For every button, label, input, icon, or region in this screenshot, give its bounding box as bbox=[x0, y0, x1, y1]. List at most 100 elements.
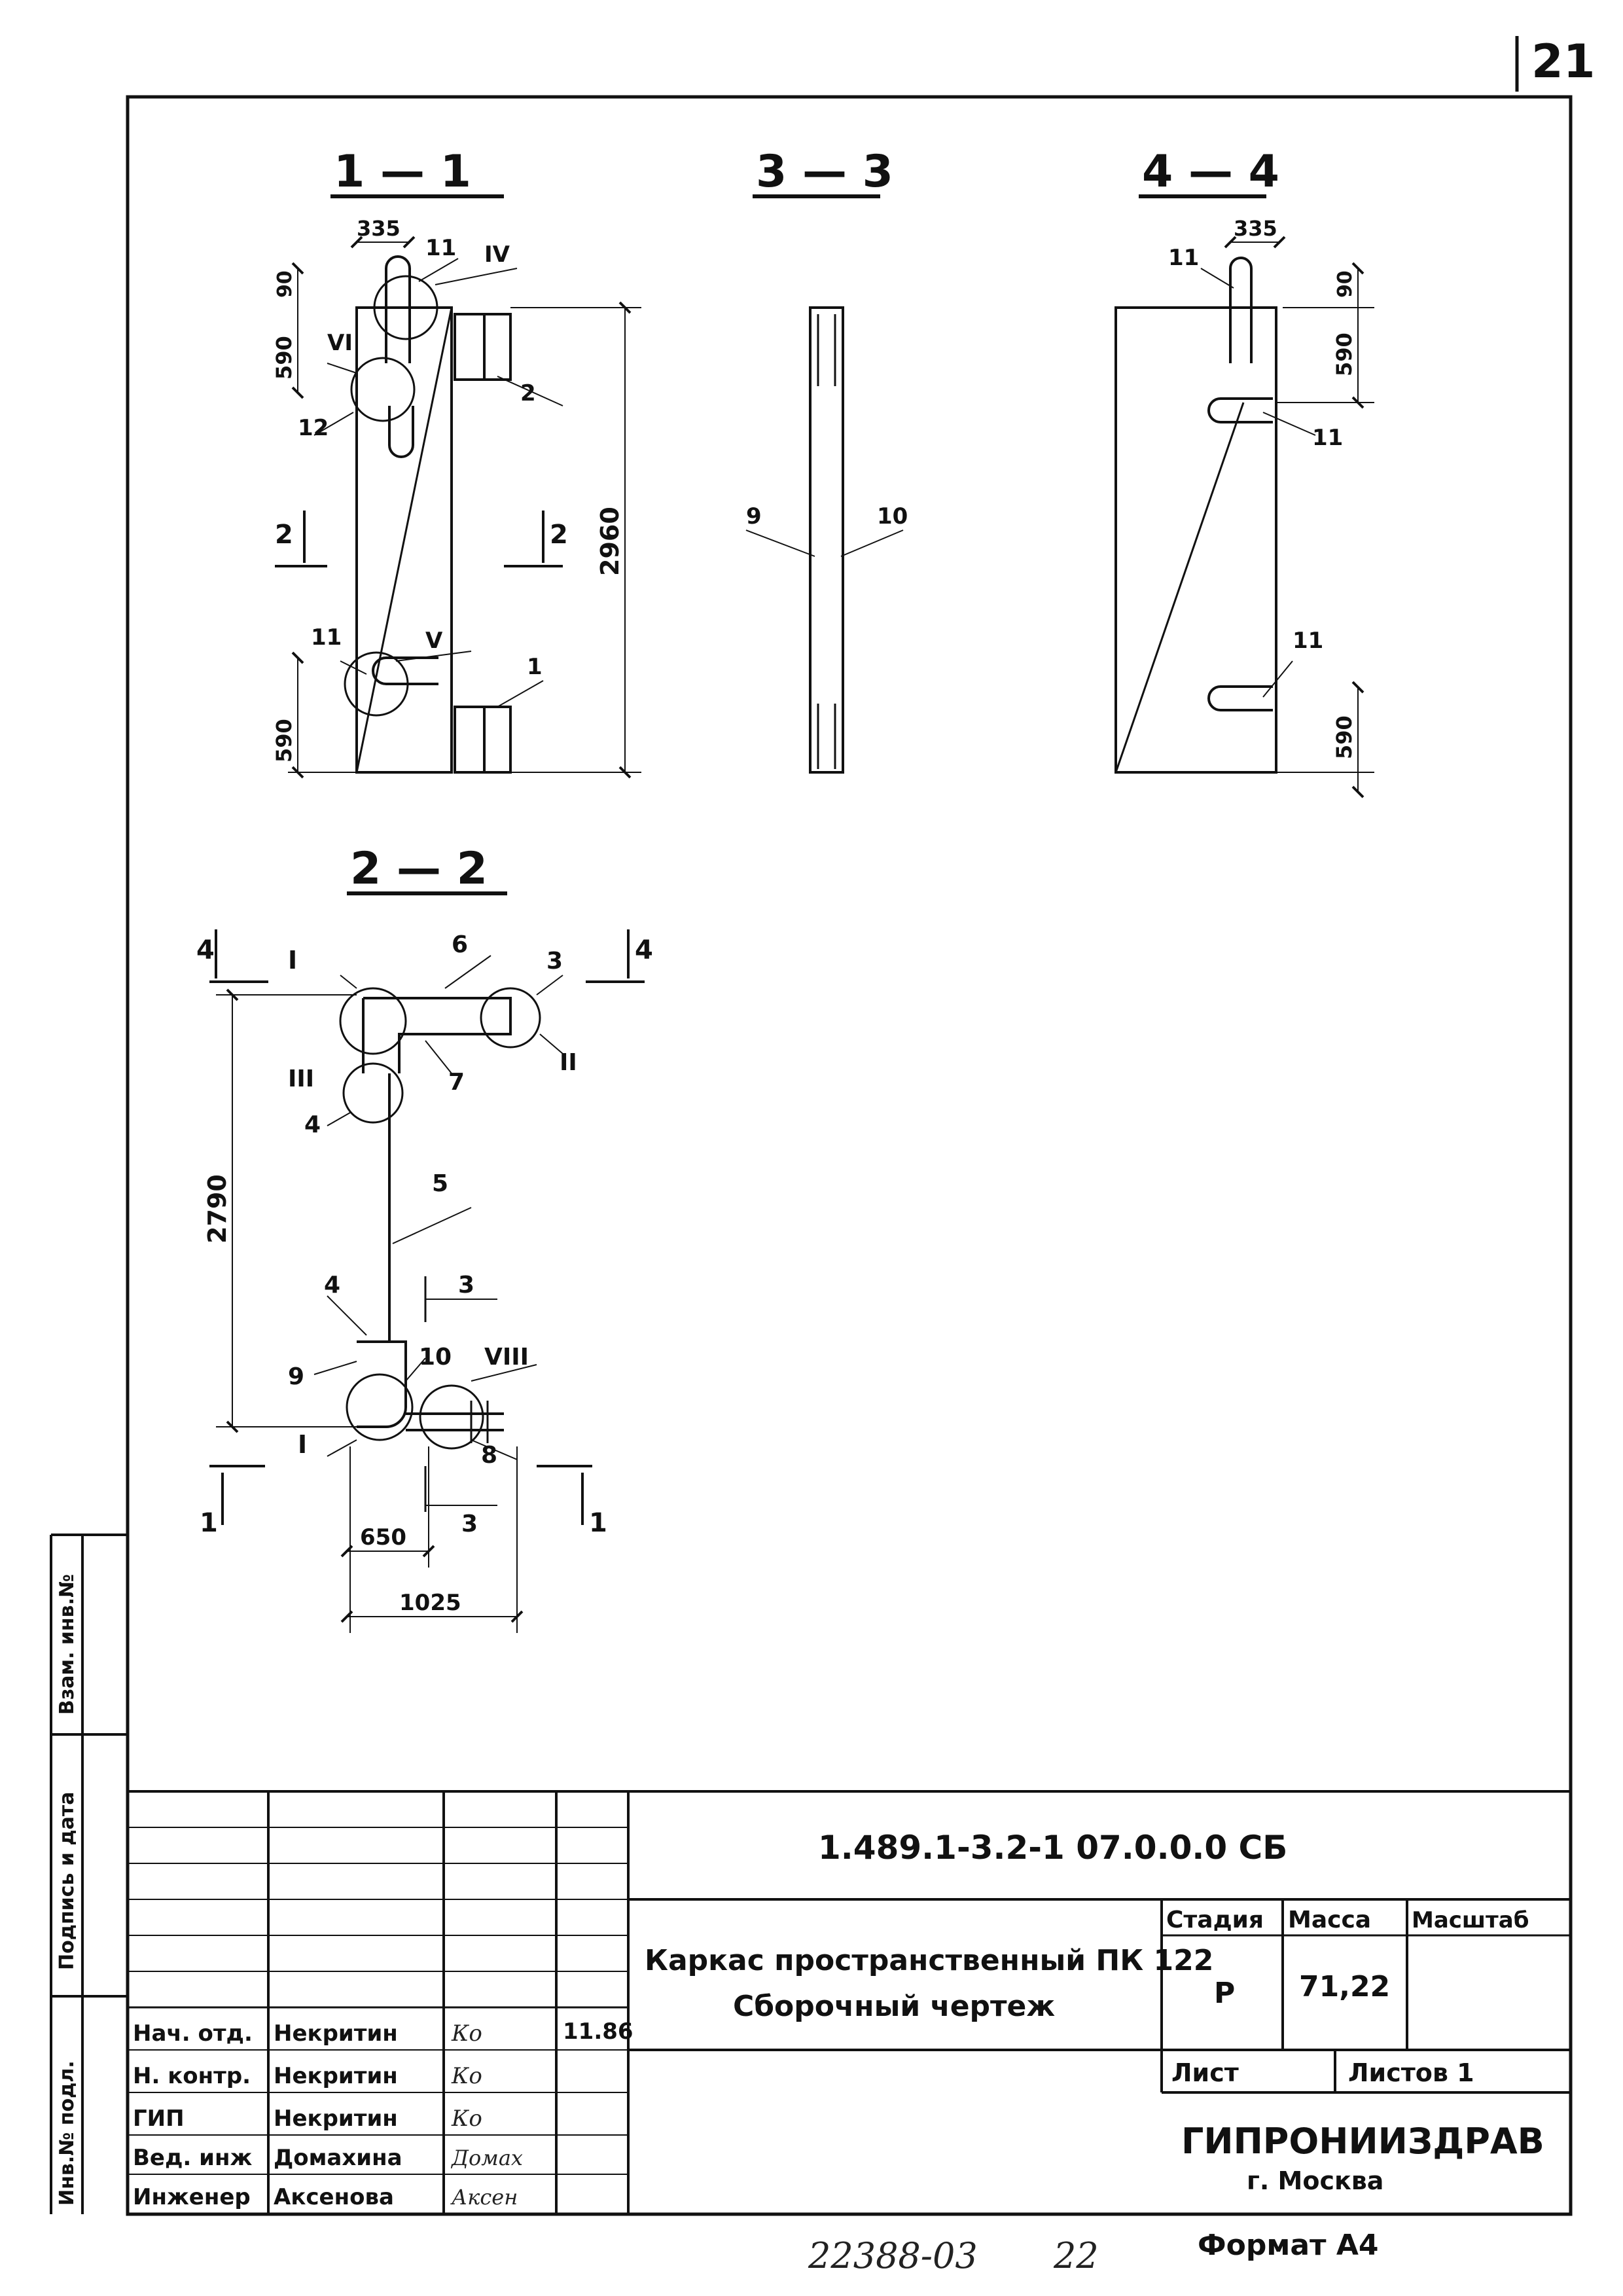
copy-number: 22 bbox=[1053, 2235, 1099, 2276]
name-0: Некритин bbox=[274, 2020, 398, 2047]
section-3-3-labels: 9 10 bbox=[746, 503, 908, 529]
section-2-2: 2 — 2 bbox=[209, 843, 645, 1633]
name-4: Аксенова bbox=[274, 2184, 394, 2210]
dim-335-b: 335 bbox=[1234, 216, 1277, 241]
signature-2: Ко bbox=[451, 2106, 482, 2132]
callout-5: 5 bbox=[432, 1170, 448, 1197]
drawing-frame bbox=[126, 95, 1573, 2216]
callout-7: 7 bbox=[448, 1069, 465, 1096]
name-3: Домахина bbox=[274, 2145, 402, 2171]
callout-10-a: 10 bbox=[877, 503, 908, 529]
header-scale: Масштаб bbox=[1412, 1907, 1529, 1933]
header-stage: Стадия bbox=[1166, 1907, 1264, 1933]
callout-4-a: 4 bbox=[304, 1111, 321, 1138]
callout-9-b: 9 bbox=[288, 1363, 304, 1390]
section-4-4-title: 4 — 4 bbox=[1142, 146, 1279, 198]
role-2: ГИП bbox=[133, 2106, 185, 2132]
callout-4-b: 4 bbox=[324, 1272, 340, 1299]
callout-12: 12 bbox=[298, 415, 329, 441]
callout-III: III bbox=[288, 1066, 314, 1092]
callout-11-b: 11 bbox=[311, 624, 342, 651]
mass-value: 71,22 bbox=[1299, 1970, 1390, 2003]
callout-1: 1 bbox=[527, 654, 543, 680]
document-name-line1: Каркас пространственный ПК 122 bbox=[645, 1944, 1213, 1977]
callout-IV: IV bbox=[484, 242, 510, 268]
binding-strip bbox=[50, 1534, 128, 2214]
section-2-2-labels: 2790 650 1025 I 6 3 II III 7 4 5 4 3 9 1… bbox=[196, 931, 653, 1616]
sheet-label: Лист bbox=[1171, 2058, 1239, 2087]
cut-mark-2-right: 2 bbox=[550, 520, 568, 550]
document-code: 1.489.1-3.2-1 07.0.0.0 СБ bbox=[818, 1829, 1287, 1867]
section-1-1-title: 1 — 1 bbox=[334, 146, 471, 198]
side-label-swap: Взам. инв.№ bbox=[56, 1574, 79, 1715]
dim-2960: 2960 bbox=[596, 507, 624, 576]
dim-590-c: 590 bbox=[1332, 332, 1357, 376]
section-2-2-title: 2 — 2 bbox=[350, 843, 488, 895]
cut-mark-4-right: 4 bbox=[635, 935, 653, 965]
callout-2: 2 bbox=[520, 380, 536, 406]
section-4-4: 4 — 4 bbox=[1115, 146, 1374, 798]
title-block-text: 1.489.1-3.2-1 07.0.0.0 СБ Каркас простра… bbox=[133, 1829, 1544, 2210]
callout-I-a: I bbox=[288, 946, 297, 975]
callout-3-c: 3 bbox=[461, 1511, 478, 1537]
name-2: Некритин bbox=[274, 2106, 398, 2132]
footer: 22388-03 22 Формат А4 bbox=[808, 2229, 1379, 2276]
dim-1025: 1025 bbox=[399, 1590, 461, 1616]
document-name-line2: Сборочный чертеж bbox=[733, 1990, 1055, 2023]
dim-590-a: 590 bbox=[272, 336, 296, 380]
header-mass: Масса bbox=[1288, 1907, 1371, 1933]
cut-mark-4-left: 4 bbox=[196, 935, 215, 965]
role-3: Вед. инж bbox=[133, 2145, 253, 2171]
role-1: Н. контр. bbox=[133, 2063, 251, 2089]
sheet-format: Формат А4 bbox=[1198, 2229, 1379, 2262]
cut-mark-1-right: 1 bbox=[589, 1508, 607, 1538]
callout-10-b: 10 bbox=[419, 1344, 452, 1371]
callout-VIII: VIII bbox=[484, 1344, 529, 1371]
dim-335-a: 335 bbox=[357, 216, 401, 241]
dim-90-a: 90 bbox=[274, 270, 296, 298]
section-3-3: 3 — 3 bbox=[745, 146, 904, 774]
callout-I-b: I bbox=[298, 1430, 307, 1459]
callout-11-e: 11 bbox=[1293, 628, 1323, 654]
dim-590-d: 590 bbox=[1332, 715, 1357, 759]
callout-3-a: 3 bbox=[546, 948, 563, 975]
callout-6: 6 bbox=[452, 931, 468, 958]
dim-590-b: 590 bbox=[272, 719, 296, 762]
callout-II: II bbox=[560, 1049, 577, 1076]
callout-VI: VI bbox=[327, 330, 353, 356]
dim-90-b: 90 bbox=[1334, 270, 1357, 298]
title-block-grid bbox=[128, 1790, 1571, 2214]
callout-11-d: 11 bbox=[1312, 425, 1343, 451]
svg-text:21: 21 bbox=[1531, 35, 1595, 88]
callout-8: 8 bbox=[481, 1442, 497, 1469]
side-label-sign: Подпись и дата bbox=[56, 1792, 79, 1970]
dim-2790: 2790 bbox=[203, 1174, 232, 1244]
callout-11-c: 11 bbox=[1168, 245, 1199, 271]
signature-3: Домах bbox=[450, 2145, 523, 2170]
role-4: Инженер bbox=[133, 2184, 251, 2210]
organization-city: г. Москва bbox=[1247, 2166, 1383, 2195]
organization: ГИПРОНИИЗДРАВ bbox=[1181, 2121, 1544, 2162]
sheets-count: Листов 1 bbox=[1348, 2058, 1474, 2087]
role-0: Нач. отд. bbox=[133, 2020, 253, 2047]
cut-mark-2-left: 2 bbox=[275, 520, 293, 550]
signature-4: Аксен bbox=[450, 2185, 518, 2210]
dim-650: 650 bbox=[360, 1524, 406, 1551]
section-1-1: 1 — 1 bbox=[275, 146, 641, 779]
side-label-inv: Инв.№ подл. bbox=[56, 2060, 79, 2206]
callout-3-b: 3 bbox=[458, 1272, 474, 1299]
callout-V: V bbox=[425, 628, 443, 654]
sheet-number: 21 bbox=[1515, 35, 1595, 92]
section-1-1-labels: 335 90 590 2960 590 11 IV VI 12 2 V 11 1… bbox=[272, 216, 624, 762]
date-value: 11.86 bbox=[563, 2018, 633, 2045]
section-4-4-labels: 335 90 590 590 11 11 11 bbox=[1168, 216, 1357, 759]
callout-11-a: 11 bbox=[425, 235, 456, 261]
signature-0: Ко bbox=[451, 2020, 482, 2047]
cut-mark-1-left: 1 bbox=[200, 1508, 218, 1538]
stage-value: Р bbox=[1214, 1977, 1235, 2010]
section-3-3-title: 3 — 3 bbox=[756, 146, 893, 198]
callout-9-a: 9 bbox=[746, 503, 762, 529]
name-1: Некритин bbox=[274, 2063, 398, 2089]
inventory-number: 22388-03 bbox=[808, 2235, 978, 2276]
